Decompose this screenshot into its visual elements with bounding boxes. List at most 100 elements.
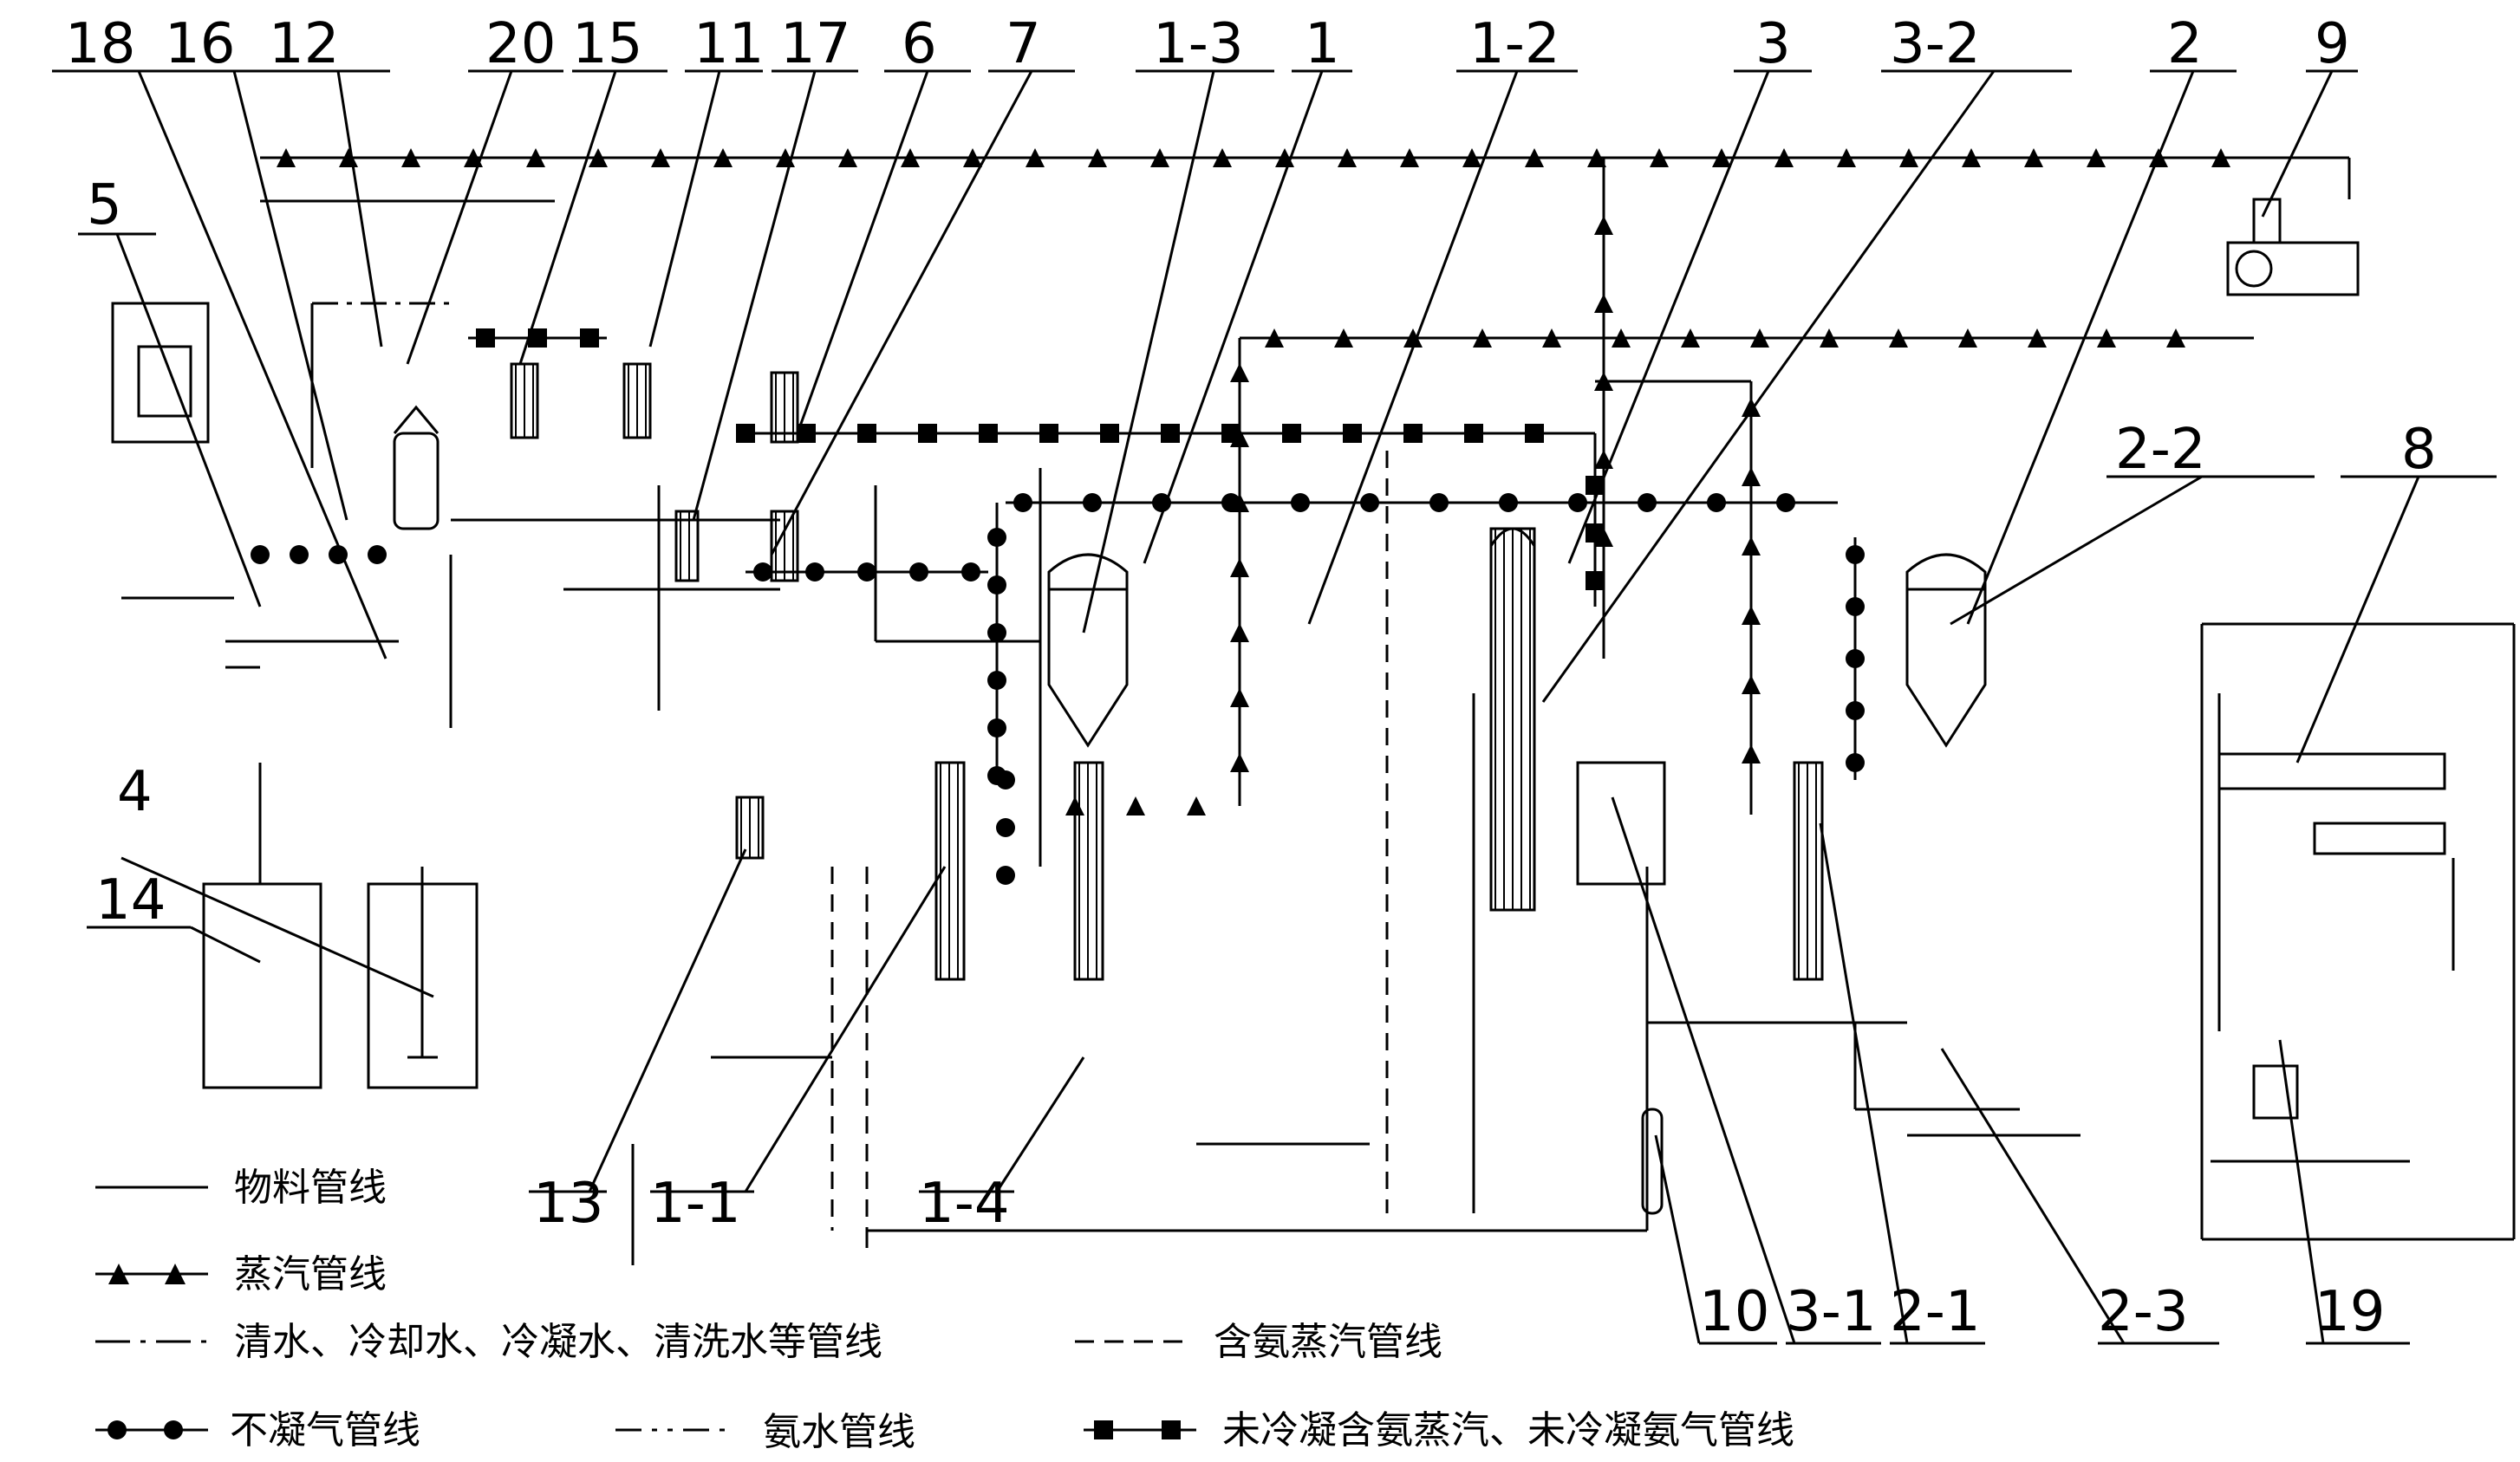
callout-11: 11 <box>693 12 764 76</box>
tank-4 <box>367 867 479 1089</box>
uncondensed-marker <box>1161 424 1180 443</box>
uncondensed-marker <box>736 424 755 443</box>
leader-lines <box>52 69 2497 1345</box>
steam-marker <box>1334 328 1353 348</box>
callout-15: 15 <box>572 12 642 76</box>
callout-2: 2 <box>2167 12 2203 76</box>
steam-marker <box>589 148 608 167</box>
noncondensable-marker <box>996 866 1015 885</box>
noncondensable-marker <box>996 818 1015 837</box>
steam-marker <box>838 148 857 167</box>
steam-marker <box>1837 148 1856 167</box>
column-3 <box>1489 527 1536 912</box>
tank-14 <box>202 882 322 1089</box>
steam-marker <box>1594 372 1613 391</box>
uncondensed-marker <box>1464 424 1483 443</box>
legend-steam: 蒸汽管线 <box>234 1252 387 1296</box>
evaporator-1 <box>1047 553 1129 748</box>
steam-marker <box>526 148 545 167</box>
legend-noncondensable: 不凝气管线 <box>230 1408 420 1452</box>
steam-marker <box>1742 398 1761 417</box>
steam-marker <box>1338 148 1357 167</box>
callout-13: 13 <box>533 1172 603 1236</box>
legend-water: 清水、冷却水、冷凝水、清洗水等管线 <box>234 1320 882 1364</box>
steam-marker <box>1750 328 1769 348</box>
noncondensable-marker <box>987 718 1006 737</box>
steam-marker <box>1889 328 1908 348</box>
steam-marker <box>1400 148 1419 167</box>
steam-marker <box>1742 536 1761 556</box>
steam-marker <box>1230 363 1249 382</box>
steam-marker <box>1026 148 1045 167</box>
steam-marker <box>401 148 420 167</box>
steam-marker <box>2149 148 2168 167</box>
noncondensable-marker <box>1568 493 1587 512</box>
callout-5: 5 <box>87 173 122 237</box>
steam-marker <box>1525 148 1544 167</box>
noncondensable-marker <box>1429 493 1449 512</box>
callout-2-2: 2-2 <box>2115 418 2206 482</box>
callout-3-2: 3-2 <box>1890 12 1981 76</box>
noncondensable-marker <box>1152 493 1171 512</box>
callout-labels: 18 16 12 20 15 11 17 6 7 1-3 1 1-2 3 3-2… <box>65 12 2437 1344</box>
callout-7: 7 <box>1006 12 1041 76</box>
steam-marker <box>277 148 296 167</box>
noncondensable-marker <box>290 545 309 564</box>
steam-marker <box>1958 328 1977 348</box>
noncondensable-marker <box>987 575 1006 595</box>
callout-2-3: 2-3 <box>2098 1280 2189 1344</box>
callout-2-1: 2-1 <box>1890 1280 1981 1344</box>
steam-marker <box>1612 328 1631 348</box>
noncondensable-marker <box>329 545 348 564</box>
noncondensable-marker <box>1846 545 1865 564</box>
steam-marker <box>1275 148 1294 167</box>
steam-marker <box>1962 148 1981 167</box>
callout-1-3: 1-3 <box>1153 12 1244 76</box>
steam-marker <box>2166 328 2185 348</box>
steam-marker <box>776 148 795 167</box>
pipe-network <box>121 156 2516 1265</box>
steam-marker <box>1065 796 1084 815</box>
tank-5 <box>111 302 210 444</box>
callout-19: 19 <box>2315 1280 2385 1344</box>
noncondensable-marker <box>909 562 928 582</box>
steam-marker <box>1187 796 1206 815</box>
noncondensable-marker <box>368 545 387 564</box>
noncondensable-marker <box>1360 493 1379 512</box>
steam-marker <box>651 148 670 167</box>
callout-18: 18 <box>65 12 135 76</box>
reboilers-1 <box>934 761 1104 981</box>
uncondensed-marker <box>918 424 937 443</box>
noncondensable-marker <box>1707 493 1726 512</box>
uncondensed-marker <box>1282 424 1301 443</box>
uncondensed-marker <box>1039 424 1058 443</box>
steam-marker <box>1542 328 1561 348</box>
callout-8: 8 <box>2401 418 2437 482</box>
steam-marker <box>1462 148 1481 167</box>
noncondensable-marker <box>1638 493 1657 512</box>
evaporator-2 <box>1905 553 1987 748</box>
uncondensed-marker <box>476 328 495 348</box>
steam-marker <box>1681 328 1700 348</box>
steam-marker <box>1230 753 1249 772</box>
steam-marker <box>339 148 358 167</box>
callout-3-1: 3-1 <box>1786 1280 1877 1344</box>
noncondensable-marker <box>805 562 824 582</box>
callout-16: 16 <box>165 12 235 76</box>
steam-marker <box>1742 675 1761 694</box>
steam-marker <box>1774 148 1794 167</box>
steam-marker <box>1126 796 1145 815</box>
legend-ammonia-water: 氨水管线 <box>763 1410 915 1454</box>
uncondensed-marker <box>1221 424 1240 443</box>
uncondensed-marker <box>1525 424 1544 443</box>
noncondensable-marker <box>1846 701 1865 720</box>
callout-4: 4 <box>117 760 153 824</box>
legend-uncondensed: 未冷凝含氨蒸汽、未冷凝氨气管线 <box>1222 1408 1794 1452</box>
steam-marker <box>901 148 920 167</box>
uncondensed-marker <box>1343 424 1362 443</box>
callout-14: 14 <box>95 868 166 932</box>
callout-9: 9 <box>2315 12 2350 76</box>
uncondensed-marker <box>1586 571 1605 590</box>
steam-marker <box>1650 148 1669 167</box>
